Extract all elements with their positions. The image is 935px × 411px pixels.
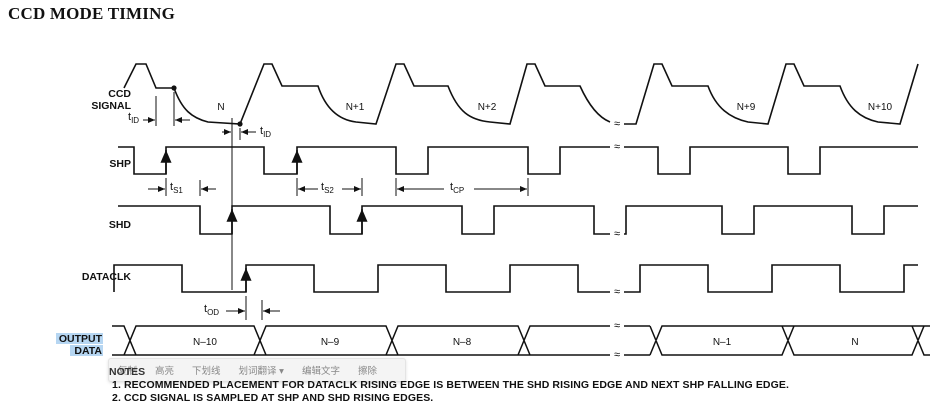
output-segment-n8: N–8: [453, 337, 472, 348]
shd-label: SHD: [109, 219, 132, 231]
tid-label-2: tID: [260, 125, 271, 139]
ccd-sample-dot-1: [171, 85, 177, 91]
dataclk-label: DATACLK: [82, 271, 132, 283]
output-data-label-2: DATA: [74, 345, 102, 357]
toolbar-erase-button[interactable]: 擦除: [357, 366, 377, 377]
output-segment-n10: N–10: [193, 337, 217, 348]
break-mark-output-top: ≈: [614, 320, 620, 332]
break-mark-dataclk: ≈: [614, 286, 620, 298]
output-label-highlight-1: [56, 333, 103, 344]
shd-waveform: [118, 205, 918, 235]
ccd-signal-label-2: SIGNAL: [91, 100, 131, 112]
toolbar-edit-text-button[interactable]: 编辑文字: [301, 366, 340, 377]
break-mark-output-bottom: ≈: [614, 349, 620, 361]
shp-label: SHP: [109, 158, 131, 170]
output-segment-n9: N–9: [321, 337, 340, 348]
tod-label: tOD: [204, 303, 219, 317]
ccd-label-n10: N+10: [868, 102, 893, 113]
selection-toolbar: 复制 高亮 下划线 划词翻译 ▾ 编辑文字 擦除: [108, 358, 406, 382]
notes-heading: NOTES: [109, 366, 146, 378]
note-2: 2. CCD SIGNAL IS SAMPLED AT SHP AND SHD …: [112, 392, 434, 404]
ccd-label-n9: N+9: [737, 102, 756, 113]
note-1: 1. RECOMMENDED PLACEMENT FOR DATACLK RIS…: [112, 379, 790, 391]
ts2-label: tS2: [321, 181, 334, 195]
ccd-label-n2: N+2: [478, 102, 497, 113]
ccd-waveform: [123, 63, 919, 125]
ccd-label-n1: N+1: [346, 102, 365, 113]
output-label-highlight-2: [70, 345, 103, 356]
toolbar-highlight-button[interactable]: 高亮: [155, 366, 175, 377]
tid-label-1: tID: [128, 111, 139, 125]
break-mark-ccd: ≈: [614, 118, 620, 130]
break-mark-shd: ≈: [614, 228, 620, 240]
break-mark-shp: ≈: [614, 141, 620, 153]
ts1-label: tS1: [170, 181, 183, 195]
output-segment-n1: N–1: [713, 337, 732, 348]
diagram-title: CCD MODE TIMING: [8, 4, 176, 23]
output-data-bus: [112, 325, 930, 356]
output-data-label-1: OUTPUT: [59, 333, 103, 345]
dataclk-waveform: [113, 264, 918, 293]
ccd-signal-label-1: CCD: [108, 88, 131, 100]
ccd-label-n: N: [217, 102, 224, 113]
ccd-sample-dot-2: [237, 121, 243, 127]
shp-waveform: [118, 146, 918, 175]
toolbar-copy-button[interactable]: 复制: [118, 366, 138, 377]
output-segment-n: N: [851, 337, 858, 348]
toolbar-translate-button[interactable]: 划词翻译 ▾: [238, 366, 284, 377]
tcp-label: tCP: [450, 181, 464, 195]
toolbar-underline-button[interactable]: 下划线: [192, 366, 221, 377]
